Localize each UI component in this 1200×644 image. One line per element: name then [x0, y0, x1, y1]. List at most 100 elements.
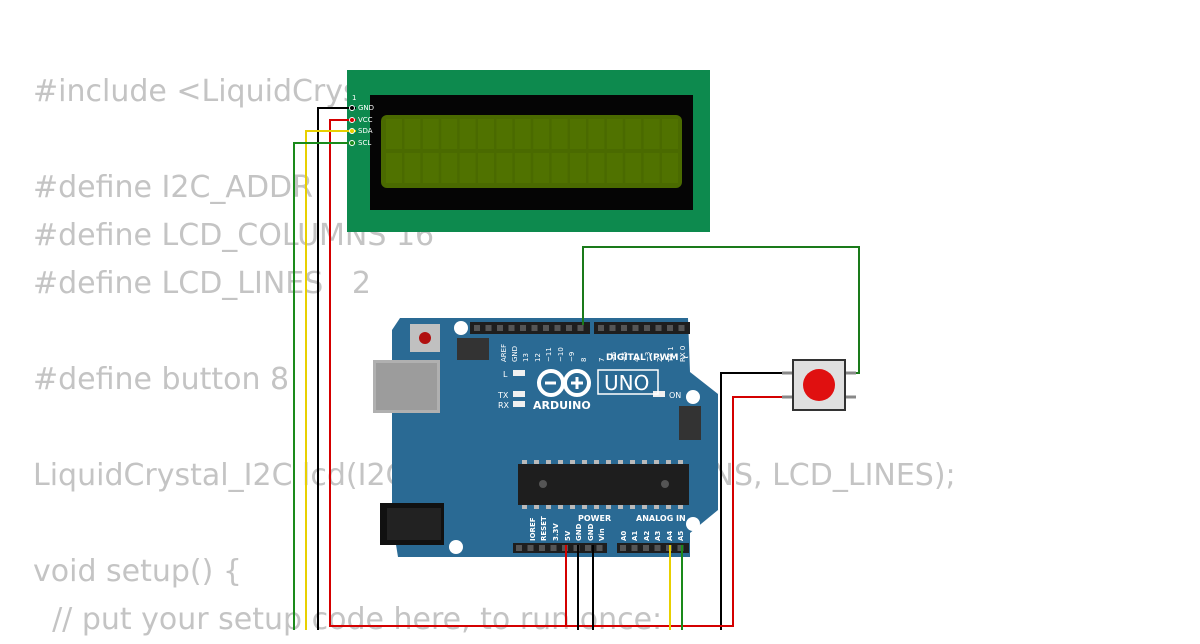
digital-pin-label: ~3	[644, 352, 652, 362]
power-header	[513, 543, 607, 553]
digital-pin-label: 13	[522, 353, 530, 362]
led-l-label: L	[503, 370, 508, 379]
button-cap[interactable]	[803, 369, 835, 401]
lcd-cell	[441, 119, 458, 149]
wire-sda[interactable]	[305, 130, 356, 630]
analog-pin-label: A1	[631, 531, 639, 541]
wire-button-5v[interactable]	[566, 396, 782, 627]
digital-header-label: DIGITAL (PWM ~)	[606, 353, 693, 363]
header-hole[interactable]	[677, 545, 684, 551]
lcd-cell	[422, 153, 439, 183]
chip-pins	[522, 460, 683, 509]
chip-pin	[654, 460, 659, 464]
reset-button-cap[interactable]	[419, 332, 431, 344]
header-hole[interactable]	[474, 325, 480, 331]
lcd-cell	[514, 119, 531, 149]
header-hole[interactable]	[667, 325, 673, 331]
header-hole[interactable]	[485, 325, 492, 331]
analog-pin-label: A3	[654, 531, 662, 541]
chip-pin	[558, 460, 563, 464]
lcd-cell	[496, 119, 513, 149]
header-hole[interactable]	[621, 325, 627, 331]
wire-scl[interactable]	[293, 142, 356, 630]
mounting-hole	[449, 540, 463, 554]
header-hole[interactable]	[497, 325, 503, 331]
led-on	[653, 391, 665, 397]
header-hole[interactable]	[655, 325, 662, 331]
chip-pin	[546, 460, 551, 464]
arduino-logo-icon	[537, 369, 591, 397]
analog-header	[617, 543, 689, 553]
chip-pin	[630, 505, 635, 509]
lcd-cell	[404, 119, 421, 149]
header-hole[interactable]	[516, 545, 522, 551]
header-hole[interactable]	[620, 545, 626, 551]
pushbutton[interactable]	[782, 359, 856, 411]
analog-pin-label: A5	[677, 531, 685, 541]
power-pin-label: GND	[587, 523, 595, 541]
chip-dot	[661, 480, 669, 488]
header-hole[interactable]	[644, 325, 650, 331]
header-hole[interactable]	[531, 325, 538, 331]
analog-header-label: ANALOG IN	[636, 514, 686, 523]
mounting-hole	[686, 517, 700, 531]
header-hole[interactable]	[643, 545, 649, 551]
bottom-header-holes	[516, 545, 684, 551]
power-pin-label: Vin	[598, 528, 606, 541]
digital-pin-label: 2	[656, 358, 664, 362]
chip-pin	[522, 460, 527, 464]
header-hole[interactable]	[632, 325, 639, 331]
chip-pin	[606, 505, 611, 509]
header-hole[interactable]	[577, 325, 584, 331]
led-tx	[513, 391, 525, 397]
wires	[293, 107, 860, 630]
lcd-pin-label: SCL	[358, 139, 371, 147]
header-hole[interactable]	[508, 325, 515, 331]
header-hole[interactable]	[598, 325, 604, 331]
chip-pin	[570, 460, 575, 464]
wire-button-d8[interactable]	[582, 246, 860, 374]
lcd-cell	[570, 119, 586, 149]
lcd-cell	[588, 153, 605, 183]
header-hole[interactable]	[678, 325, 685, 331]
header-hole[interactable]	[539, 545, 545, 551]
header-hole[interactable]	[585, 545, 591, 551]
power-pin-label: 5V	[564, 530, 572, 541]
header-hole[interactable]	[527, 545, 534, 551]
wire-vcc[interactable]	[329, 119, 567, 627]
digital-pin-label: AREF	[500, 344, 508, 362]
header-hole[interactable]	[631, 545, 638, 551]
chip-pin	[642, 505, 647, 509]
chip-pin	[618, 505, 623, 509]
chip-pin	[546, 505, 551, 509]
lcd-cell	[551, 153, 568, 183]
chip-pin	[606, 460, 611, 464]
lcd-cell	[478, 119, 494, 149]
header-hole[interactable]	[554, 325, 561, 331]
uno-badge	[597, 369, 659, 395]
wire-gnd[interactable]	[317, 107, 356, 630]
chip-pin	[534, 460, 539, 464]
header-hole[interactable]	[520, 325, 526, 331]
led-tx-label: TX	[497, 391, 509, 400]
lcd-cell	[625, 119, 642, 149]
lcd-cell	[606, 119, 623, 149]
header-hole[interactable]	[654, 545, 661, 551]
header-hole[interactable]	[550, 545, 557, 551]
lcd-cell	[459, 153, 476, 183]
header-hole[interactable]	[566, 325, 572, 331]
header-hole[interactable]	[573, 545, 580, 551]
digital-pin-label: 12	[534, 353, 542, 362]
lcd-pin-marker: 1	[352, 94, 356, 102]
lcd-cell	[514, 153, 531, 183]
lcd-module[interactable]: 1 GND VCC SDA SCL	[347, 70, 710, 232]
header-hole[interactable]	[596, 545, 603, 551]
header-hole[interactable]	[543, 325, 549, 331]
chip-dot	[539, 480, 547, 488]
wire-button-gnd[interactable]	[720, 372, 782, 630]
header-hole[interactable]	[609, 325, 616, 331]
code-line: #define button 8	[33, 362, 290, 397]
